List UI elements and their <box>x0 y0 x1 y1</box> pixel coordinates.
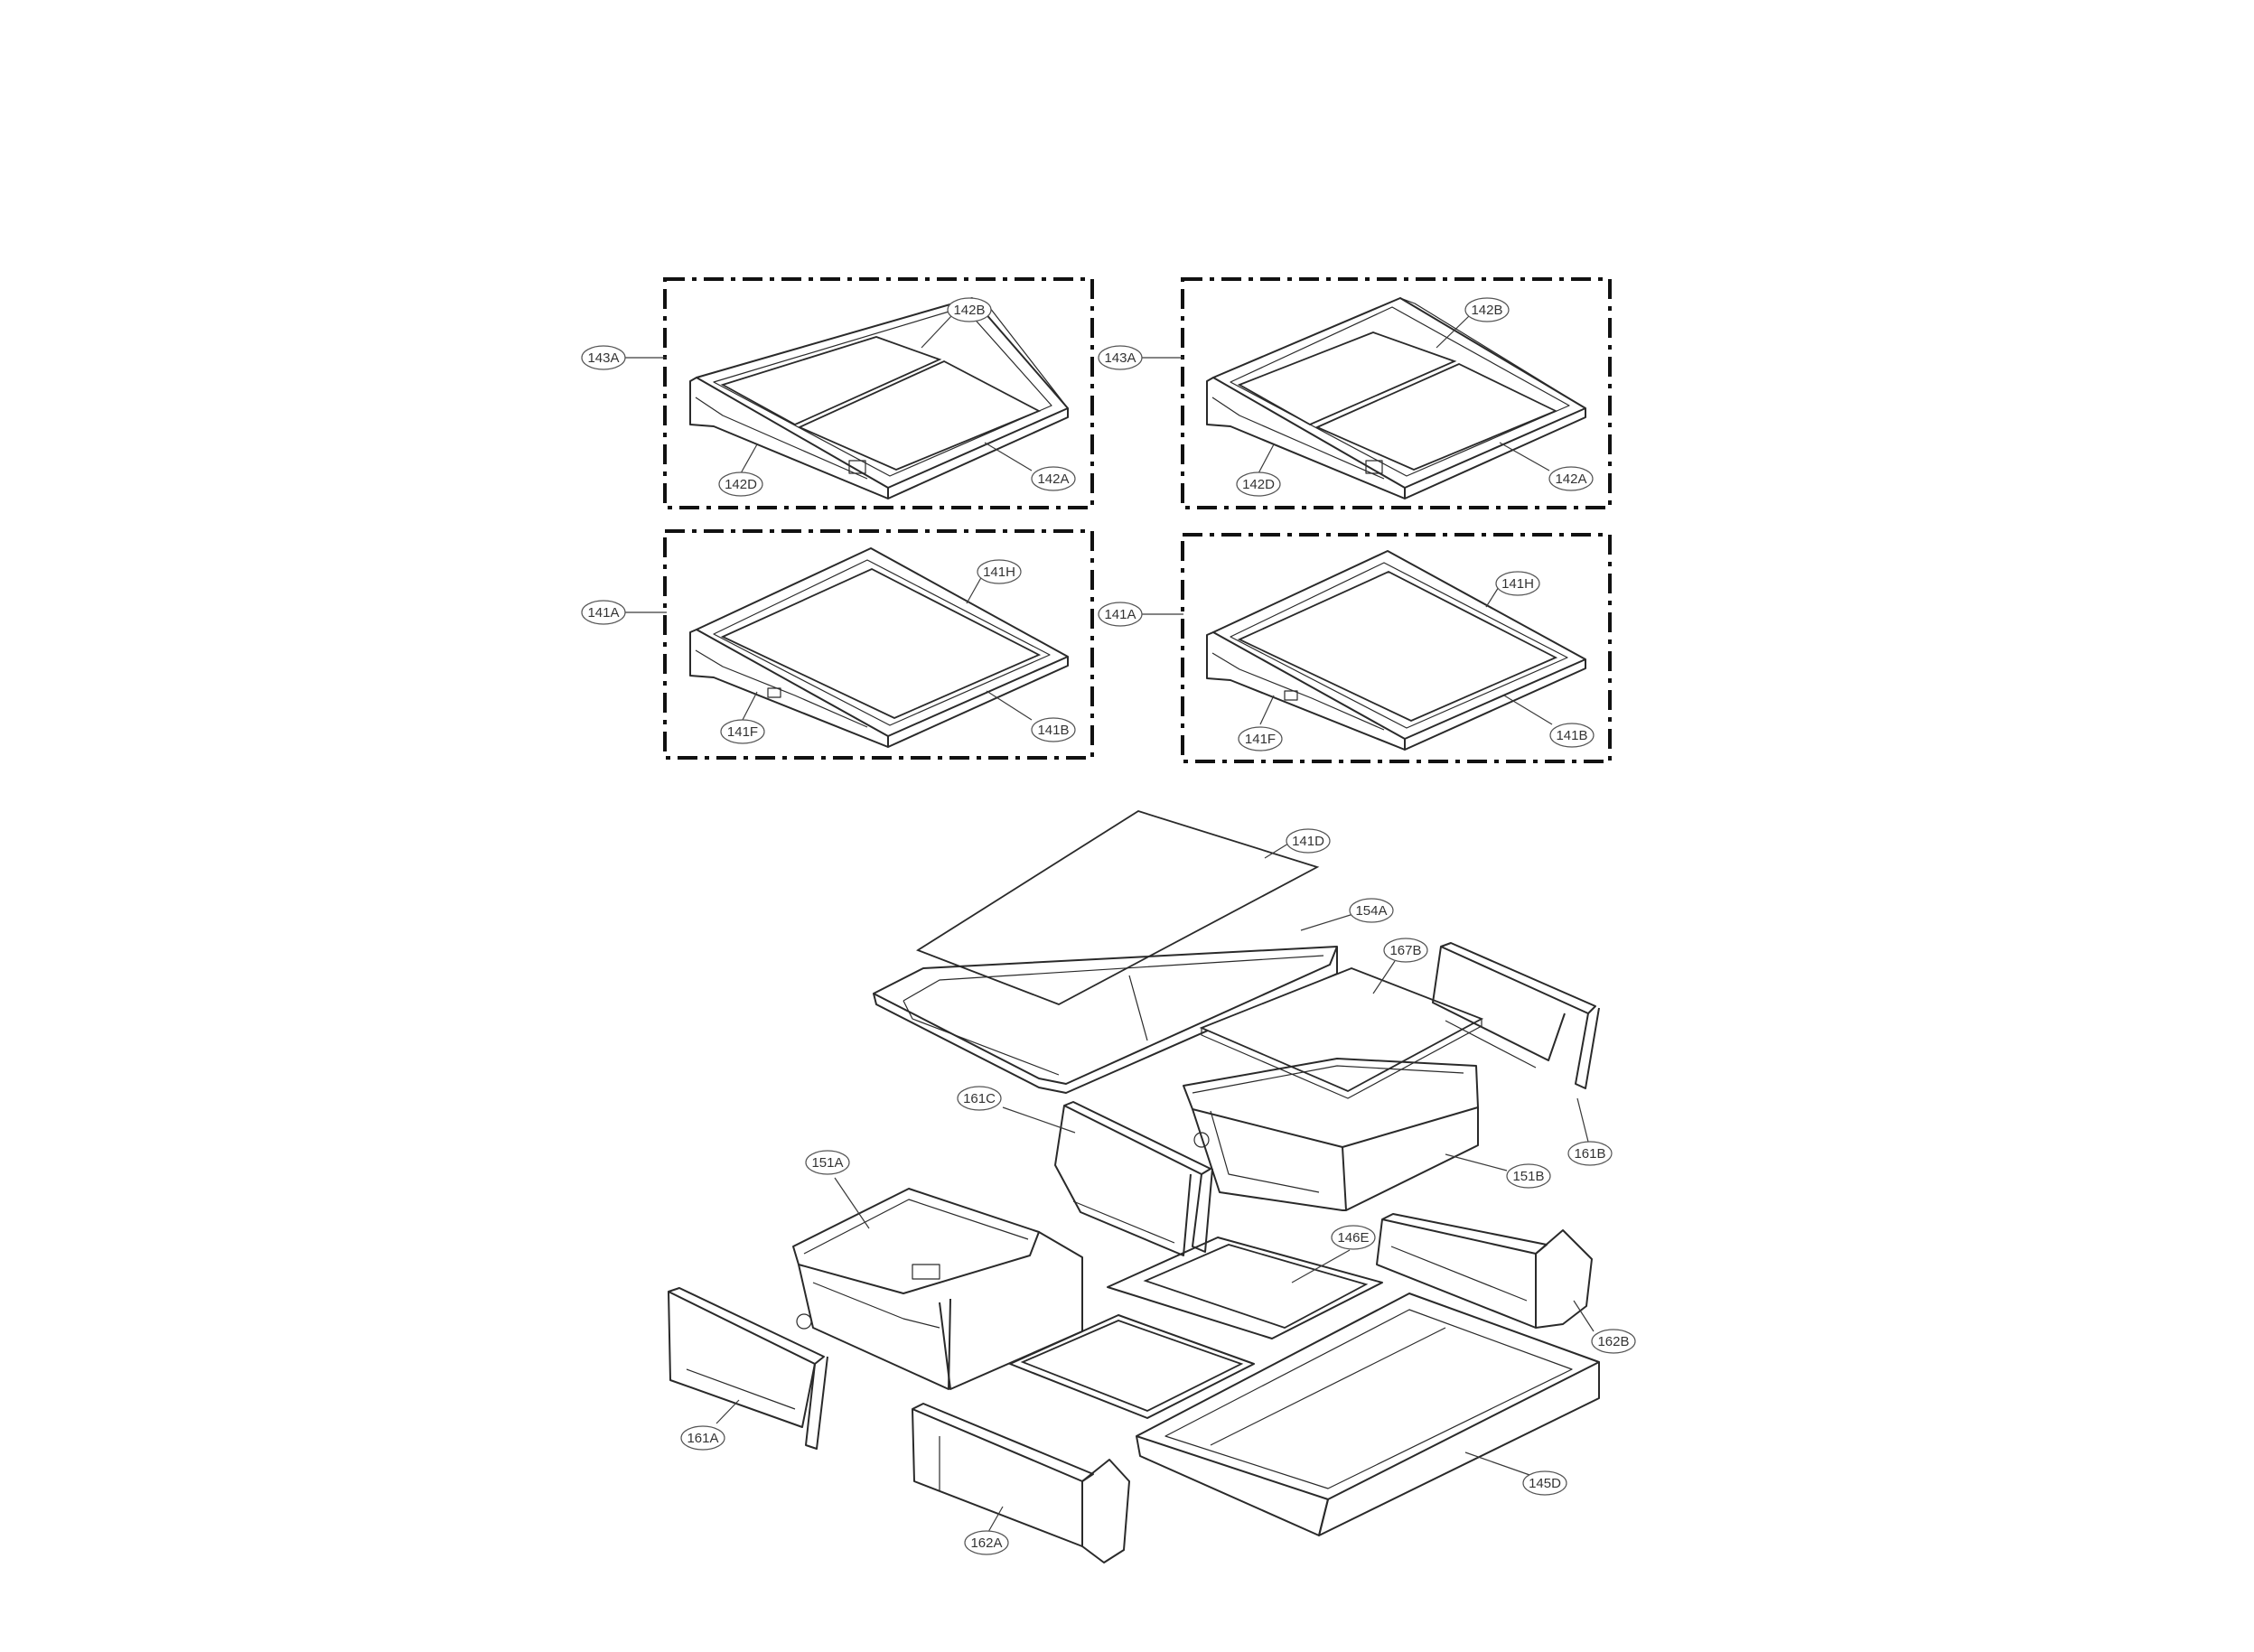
callout-145d: 145D <box>1522 1470 1567 1496</box>
svg-text:141H: 141H <box>983 565 1015 580</box>
callout-161b: 161B <box>1567 1141 1613 1166</box>
svg-text:141H: 141H <box>1501 576 1534 592</box>
leader-lines <box>625 315 1595 1533</box>
svg-text:154A: 154A <box>1355 903 1387 919</box>
part-141d-glass <box>916 810 1320 1005</box>
part-154a-frame <box>873 946 1338 1085</box>
svg-text:141B: 141B <box>1037 723 1069 738</box>
svg-text:145D: 145D <box>1529 1476 1561 1491</box>
svg-text:151B: 151B <box>1512 1169 1544 1184</box>
svg-text:146E: 146E <box>1337 1230 1369 1246</box>
callout-146e: 146E <box>1331 1225 1376 1250</box>
svg-text:141A: 141A <box>587 605 619 621</box>
svg-text:142A: 142A <box>1037 471 1069 487</box>
group-box-141a-right <box>1181 533 1612 763</box>
callout-142b-right: 142B <box>1464 297 1510 322</box>
part-161a-rail <box>668 1287 825 1365</box>
callout-167b: 167B <box>1383 938 1428 963</box>
part-167b-glass <box>1199 967 1484 1092</box>
svg-text:162B: 162B <box>1597 1334 1629 1349</box>
svg-text:142B: 142B <box>953 303 985 318</box>
glass-shelf-assembly-left <box>663 529 1094 760</box>
callout-141a-right: 141A <box>1098 602 1143 627</box>
svg-text:142A: 142A <box>1555 471 1586 487</box>
part-146e-tray <box>1143 1244 1369 1329</box>
callout-154a: 154A <box>1349 898 1394 923</box>
callout-141b-left: 141B <box>1031 717 1076 742</box>
callout-151a: 151A <box>805 1150 850 1175</box>
svg-text:142D: 142D <box>1242 477 1275 492</box>
glass-shelf-assembly-right <box>1181 533 1612 763</box>
svg-text:141D: 141D <box>1292 834 1324 849</box>
svg-text:142D: 142D <box>725 477 757 492</box>
svg-text:161B: 161B <box>1574 1146 1605 1162</box>
callout-141h-right: 141H <box>1495 571 1540 596</box>
svg-text:143A: 143A <box>1104 350 1136 366</box>
svg-text:162A: 162A <box>970 1535 1002 1551</box>
svg-text:161A: 161A <box>687 1431 718 1446</box>
callout-141d: 141D <box>1286 828 1331 854</box>
callout-162b: 162B <box>1591 1329 1636 1354</box>
group-box-143a-left <box>663 277 1094 509</box>
part-162b-endcap <box>1381 1213 1548 1255</box>
part-161c-divider <box>1063 1101 1211 1175</box>
callout-161a: 161A <box>680 1425 725 1451</box>
svg-text:143A: 143A <box>587 350 619 366</box>
part-145d-tray <box>1136 1293 1600 1500</box>
callout-143a-right: 143A <box>1098 345 1143 370</box>
callout-141b-right: 141B <box>1549 723 1595 748</box>
svg-text:167B: 167B <box>1389 943 1421 958</box>
part-callouts: 143A 142B 142D 142A 143A 142B 142D 142A … <box>581 297 1636 1555</box>
callout-142d-left: 142D <box>718 471 763 497</box>
group-box-141a-left <box>663 529 1094 760</box>
callout-141h-left: 141H <box>977 559 1022 584</box>
callout-142b-left: 142B <box>947 297 992 322</box>
callout-141f-left: 141F <box>720 719 765 744</box>
callout-162a: 162A <box>964 1530 1009 1555</box>
part-161b-rail <box>1440 942 1596 1014</box>
callout-142a-right: 142A <box>1548 466 1594 491</box>
callout-141a-left: 141A <box>581 600 626 625</box>
split-shelf-assembly-right <box>1181 277 1612 509</box>
svg-text:161C: 161C <box>963 1091 996 1106</box>
callout-143a-left: 143A <box>581 345 626 370</box>
callout-142d-right: 142D <box>1236 471 1281 497</box>
callout-151b: 151B <box>1506 1163 1551 1189</box>
part-162a-endcap <box>912 1403 1094 1482</box>
part-151a-drawer <box>792 1188 1040 1294</box>
callout-161c: 161C <box>957 1086 1002 1111</box>
group-box-143a-right <box>1181 277 1612 509</box>
crisper-assembly <box>668 810 1600 1563</box>
svg-text:142B: 142B <box>1471 303 1502 318</box>
svg-text:141B: 141B <box>1556 728 1587 743</box>
svg-text:141F: 141F <box>1245 732 1276 747</box>
callout-142a-left: 142A <box>1031 466 1076 491</box>
split-shelf-assembly-left <box>663 277 1094 509</box>
svg-text:141F: 141F <box>727 724 758 740</box>
svg-text:151A: 151A <box>811 1155 843 1171</box>
callout-141f-right: 141F <box>1238 726 1283 751</box>
svg-text:141A: 141A <box>1104 607 1136 622</box>
